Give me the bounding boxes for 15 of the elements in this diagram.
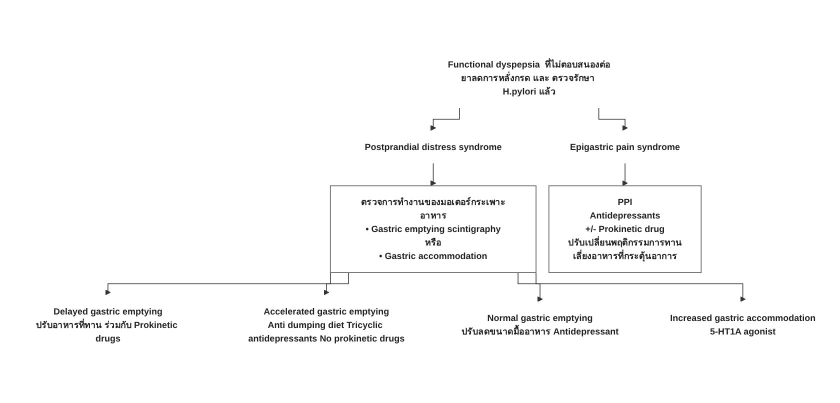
arrow xyxy=(430,162,436,186)
node-text: Normal gastric emptying ปรับลดขนาดมื้ออาหาร Antidepressant xyxy=(461,312,619,336)
arrow xyxy=(518,272,543,302)
arrow xyxy=(430,108,460,131)
node-text: Epigastric pain syndrome xyxy=(570,141,680,152)
node-box: PPI Antidepressants +/- Prokinetic drug ปรับเปลี่ยนพฤติกรรมการทาน เลี่ยงอาหารที่กระตุ้นอาการ xyxy=(548,185,702,273)
node-text: Delayed gastric emptying ปรับอาหารที่ทาน ร่วมกับ Prokinetic drugs xyxy=(36,306,178,344)
node-text: Functional dyspepsia ที่ไม่ตอบสนองต่อยาลดการหลั่งกรด และ ตรวจรักษา H.pylori แล้ว xyxy=(448,59,610,96)
node-box: ตรวจการทำงานของมอเตอร์กระเพาะอาหาร • Gastric emptying scintigraphy หรือ • Gastric accommodation xyxy=(330,185,537,273)
node-text: Increased gastric accommodation 5-HT1A agonist xyxy=(670,312,816,336)
arrow xyxy=(622,162,628,186)
arrow xyxy=(324,272,349,296)
node-text: Postprandial distress syndrome xyxy=(364,141,502,152)
arrow xyxy=(598,108,628,131)
node-text: Accelerated gastric emptying Anti dumping diet Tricyclic antidepressants No prokinetic drugs xyxy=(248,306,405,344)
